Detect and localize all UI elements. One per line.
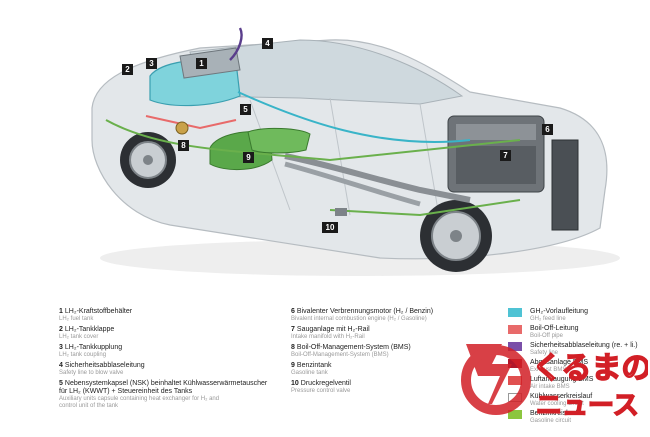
swatch-gh2-feed xyxy=(508,308,522,317)
logo-text-bottom: ニュース xyxy=(536,391,639,421)
pressure-control-valve xyxy=(335,208,347,216)
swatch-boil-off xyxy=(508,325,522,334)
car-cutaway-svg xyxy=(91,27,620,276)
safety-line xyxy=(229,27,243,61)
radiator xyxy=(551,139,579,231)
kuruma-no-news-logo: くるまの ニュース xyxy=(458,334,650,432)
exhaust-pipe-2 xyxy=(284,161,421,207)
gasoline-line-2 xyxy=(329,199,521,217)
front-wheel xyxy=(420,200,492,272)
logo-ring-icon xyxy=(461,345,531,415)
callout-2: 2 xyxy=(122,64,133,75)
callout-1: 1 xyxy=(196,58,207,69)
swatch-gasoline xyxy=(508,410,522,419)
gasoline-tank-front xyxy=(247,127,311,154)
bms-unit xyxy=(175,121,189,135)
lh2-tank-cap xyxy=(179,47,241,79)
exhaust-pipe xyxy=(284,153,471,203)
gasoline-line xyxy=(105,119,521,162)
boil-off-line xyxy=(145,115,237,130)
logo-text-top: くるまの xyxy=(532,351,648,386)
logo-svg: くるまの ニュース xyxy=(461,344,650,422)
callout-4: 4 xyxy=(262,38,273,49)
swatch-air-intake-bms xyxy=(508,376,522,385)
legend-line-safety: Sicherheitsabblaseleitung (re. + li.)Saf… xyxy=(508,342,638,357)
callout-9: 9 xyxy=(243,152,254,163)
rear-wheel xyxy=(120,132,176,188)
callout-7: 7 xyxy=(500,150,511,161)
engine-block xyxy=(447,115,545,193)
callout-10: 10 xyxy=(322,222,338,233)
swatch-safety xyxy=(508,342,522,351)
callout-5: 5 xyxy=(240,104,251,115)
gh2-feed-line xyxy=(237,91,471,143)
callout-3: 3 xyxy=(146,58,157,69)
hydrogen-car-cutaway-illustration: 1 2 3 4 5 6 7 8 9 10 xyxy=(91,27,620,276)
callout-6: 6 xyxy=(542,124,553,135)
callout-8: 8 xyxy=(178,140,189,151)
car-roof-glass xyxy=(189,39,464,105)
